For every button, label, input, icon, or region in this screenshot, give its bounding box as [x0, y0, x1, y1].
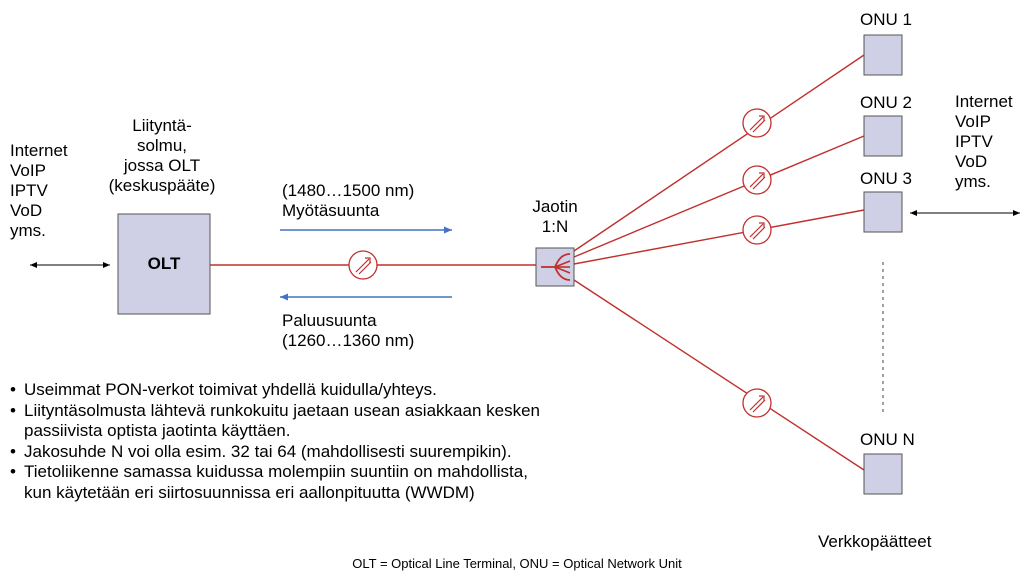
fiber-symbol	[348, 250, 378, 280]
bullet-list: Useimmat PON-verkot toimivat yhdellä kui…	[10, 380, 540, 504]
abbreviation-footnote: OLT = Optical Line Terminal, ONU = Optic…	[352, 556, 682, 571]
bullet-item: Liityntäsolmusta lähtevä runkokuitu jaet…	[10, 401, 540, 442]
right-services-list: Internet VoIP IPTV VoD yms.	[955, 92, 1013, 191]
fiber-symbol	[742, 108, 772, 138]
fiber-symbol	[742, 165, 772, 195]
fiber-onu-n	[573, 279, 865, 471]
upstream-range: (1260…1360 nm)	[282, 331, 415, 350]
onu-n-label: ONU N	[860, 430, 915, 449]
bullet-item: Useimmat PON-verkot toimivat yhdellä kui…	[10, 380, 540, 401]
splitter-title: Jaotin	[532, 197, 578, 216]
left-services-list: Internet VoIP IPTV VoD yms.	[10, 141, 68, 240]
onu-3-box	[863, 191, 903, 233]
onu-1-label: ONU 1	[860, 10, 912, 29]
downstream-label: Myötäsuunta	[282, 201, 380, 220]
fiber-symbol	[742, 388, 772, 418]
olt-box	[117, 213, 211, 315]
olt-label: OLT	[147, 254, 181, 273]
splitter-ratio: 1:N	[541, 217, 569, 236]
onu-1-box	[863, 34, 903, 76]
olt-caption: Liityntä- solmu, jossa OLT (keskuspääte)	[108, 116, 216, 195]
onu-2-label: ONU 2	[860, 93, 912, 112]
fiber-symbol	[742, 215, 772, 245]
fiber-onu-3	[573, 209, 865, 265]
bullet-item: Jakosuhde N voi olla esim. 32 tai 64 (ma…	[10, 442, 540, 463]
onu-n-box	[863, 453, 903, 495]
bullet-item: Tietoliikenne samassa kuidussa molempiin…	[10, 462, 540, 503]
downstream-range: (1480…1500 nm)	[282, 181, 415, 200]
onu-2-box	[863, 115, 903, 157]
onu-3-label: ONU 3	[860, 169, 912, 188]
fiber-onu-2	[573, 135, 865, 258]
terminals-label: Verkkopäätteet	[818, 532, 932, 551]
splitter-icon	[535, 247, 575, 287]
upstream-label: Paluusuunta	[282, 311, 377, 330]
fiber-onu-1	[573, 54, 865, 252]
